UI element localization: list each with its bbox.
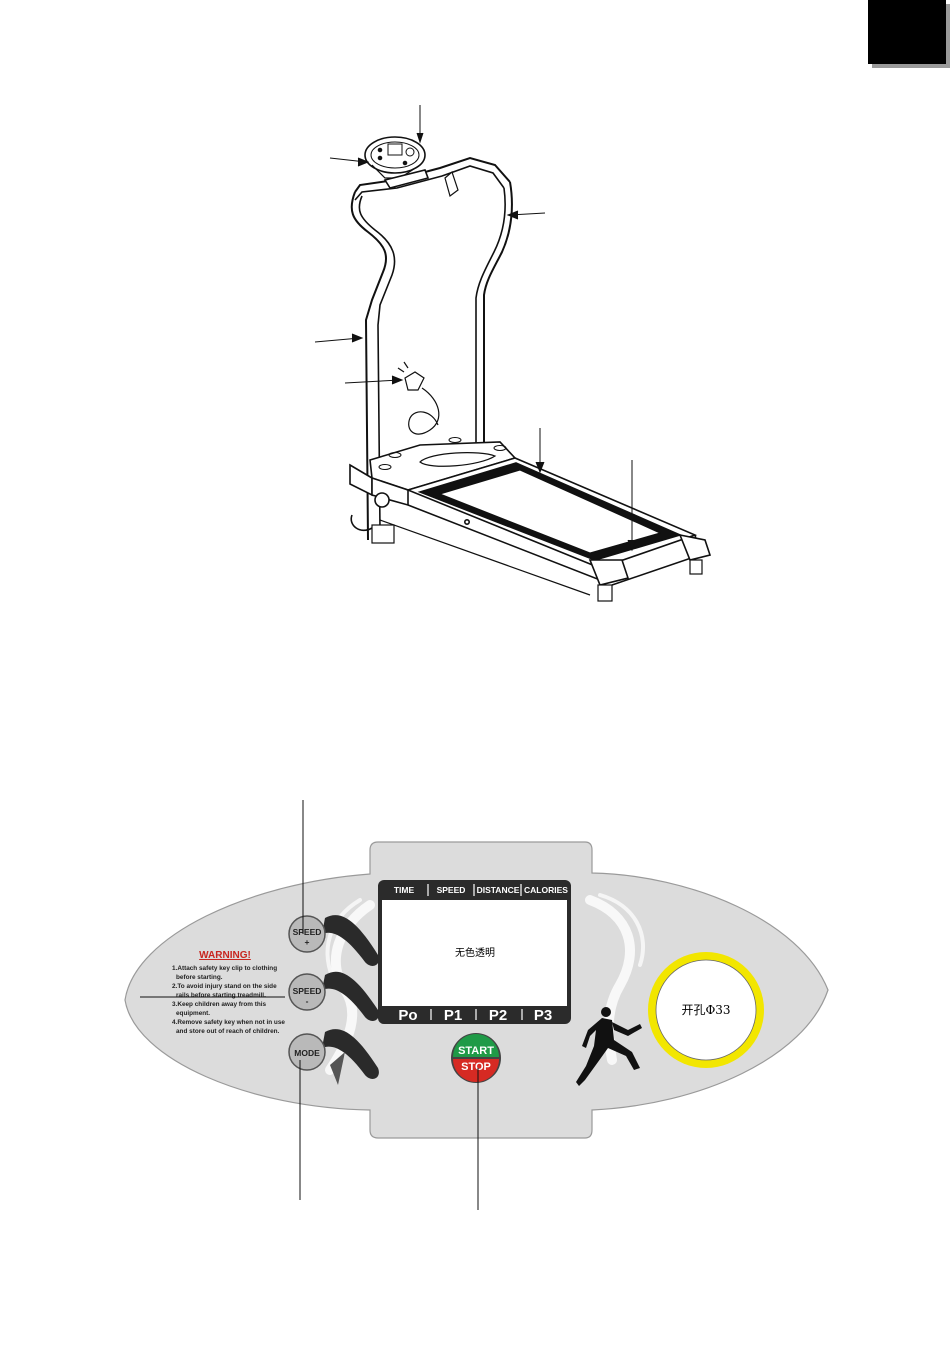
belt-deck (350, 457, 712, 602)
power-cord (397, 361, 440, 435)
lcd-header-speed: SPEED (437, 885, 466, 895)
svg-text:SPEED: SPEED (293, 986, 322, 996)
speed-down-button[interactable]: SPEED - (288, 973, 326, 1011)
section-tab (868, 0, 946, 64)
treadmill-illustration (314, 105, 712, 602)
svg-text:-: - (306, 996, 309, 1006)
lcd-header-time: TIME (394, 885, 415, 895)
svg-text:SPEED: SPEED (293, 927, 322, 937)
lcd-transparent-note: 无色透明 (455, 946, 495, 959)
speed-up-button[interactable]: SPEED + (288, 915, 326, 953)
warning-line-1: 1.Attach safety key clip to clothing (172, 965, 277, 972)
runner-icon (576, 1007, 642, 1086)
panel-callouts (140, 800, 479, 1210)
console-panel: WARNING! 1.Attach safety key clip to clo… (124, 841, 829, 1139)
stop-label: STOP (461, 1061, 491, 1073)
warning-line-3: 2.To avoid injury stand on the side (172, 983, 277, 990)
svg-text:MODE: MODE (294, 1048, 320, 1058)
lcd-display: TIME SPEED DISTANCE CALORIES 无色透明 Po P1 … (378, 880, 571, 1024)
lcd-program-po: Po (398, 1007, 417, 1024)
console-pod (364, 136, 426, 179)
hole-size-note: 开孔Φ33 (681, 1003, 730, 1017)
svg-text:+: + (305, 937, 310, 947)
start-label: START (458, 1045, 494, 1057)
lcd-window (382, 900, 567, 1006)
button-swashes (322, 915, 379, 1085)
lcd-program-p1: P1 (444, 1007, 462, 1024)
motor-hood (349, 437, 517, 507)
warning-line-7: 4.Remove safety key when not in use (172, 1019, 285, 1026)
warning-line-4: rails before starting treadmill. (176, 992, 266, 999)
warning-line-2: before starting. (176, 974, 223, 981)
lcd-header-distance: DISTANCE (477, 885, 520, 895)
warning-title: WARNING! (199, 950, 251, 961)
warning-block: WARNING! 1.Attach safety key clip to clo… (172, 950, 285, 1035)
warning-line-5: 3.Keep children away from this (172, 1001, 267, 1008)
start-stop-button[interactable]: START STOP (451, 1033, 501, 1083)
mode-button[interactable]: MODE (288, 1033, 326, 1071)
safety-key-hole: 开孔Φ33 (648, 952, 764, 1068)
warning-line-6: equipment. (176, 1010, 210, 1017)
lcd-program-p2: P2 (489, 1007, 507, 1024)
lcd-header-calories: CALORIES (524, 885, 568, 895)
treadmill-callouts (314, 105, 637, 552)
lcd-program-p3: P3 (534, 1007, 552, 1024)
warning-line-8: and store out of reach of children. (176, 1028, 280, 1035)
